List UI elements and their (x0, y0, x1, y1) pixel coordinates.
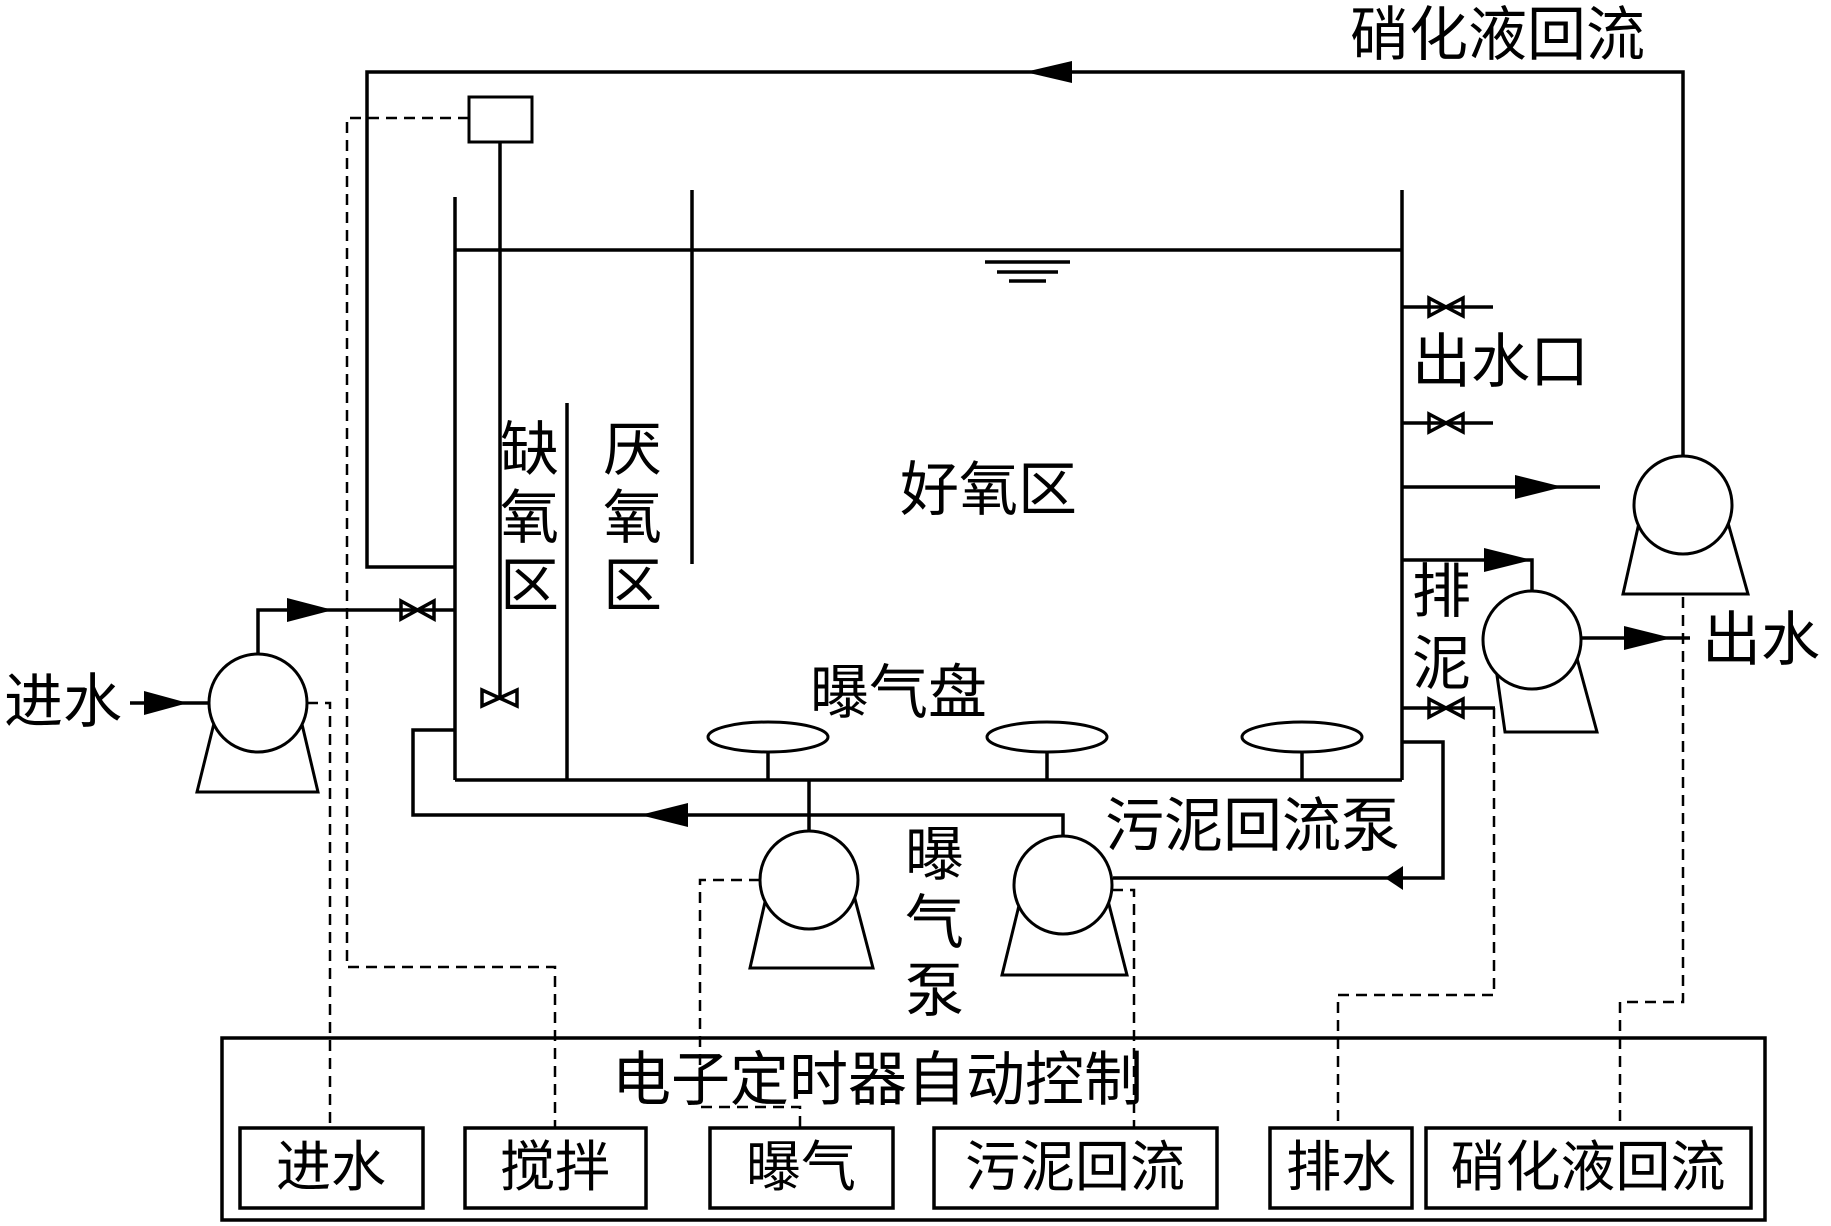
aeration-pump (748, 829, 875, 970)
svg-text:氧: 氧 (603, 483, 662, 552)
nitrification-return-pump (1621, 454, 1750, 596)
button-nitrification-return[interactable] (1424, 1126, 1753, 1210)
effluent-label: 出水 (1702, 605, 1820, 674)
aeration-pump-label: 曝 气 泵 (905, 820, 964, 1025)
controller-label: 电子定时器自动控制 (612, 1045, 1143, 1114)
outlet-valves (1403, 295, 1493, 435)
aeration-discs (706, 720, 1364, 780)
sludge-return-pump (1000, 834, 1129, 977)
button-drain[interactable] (1268, 1126, 1414, 1210)
effluent-line (1581, 626, 1690, 650)
sludge-discharge-label: 排 泥 (1412, 557, 1471, 698)
sludge-return-line (411, 728, 1445, 890)
anaerobic-zone-label: 厌 氧 区 (603, 415, 662, 620)
button-sludge-return-label: 污泥回流 (965, 1135, 1185, 1199)
svg-text:排: 排 (1412, 557, 1471, 626)
sludge-return-pump-label: 污泥回流泵 (1105, 791, 1400, 860)
svg-text:氧: 氧 (500, 483, 559, 552)
button-inflow-label: 进水 (276, 1135, 386, 1199)
inflow-line (130, 598, 455, 715)
anoxic-zone-label: 缺 氧 区 (500, 415, 559, 620)
reactor-tank (453, 190, 1404, 782)
nitrification-return-label: 硝化液回流 (1350, 0, 1645, 69)
controller-box (220, 1036, 1767, 1222)
aerobic-zone-label: 好氧区 (900, 455, 1077, 524)
inflow-label: 进水 (4, 667, 122, 736)
button-sludge-return[interactable] (932, 1126, 1219, 1210)
svg-text:缺: 缺 (500, 415, 559, 484)
button-inflow[interactable] (238, 1126, 425, 1210)
button-aeration[interactable] (708, 1126, 895, 1210)
sludge-discharge-line (1403, 548, 1534, 720)
aeration-disc-label: 曝气盘 (810, 658, 987, 727)
svg-text:区: 区 (500, 551, 559, 620)
button-stirring-label: 搅拌 (500, 1135, 610, 1199)
mixer (467, 95, 534, 709)
effluent-pump (1481, 589, 1599, 734)
svg-text:泥: 泥 (1412, 629, 1471, 698)
control-lines (307, 116, 1685, 1128)
water-level-symbol (985, 260, 1070, 283)
button-aeration-label: 曝气 (746, 1135, 856, 1199)
button-nitrification-return-label: 硝化液回流 (1450, 1135, 1725, 1199)
nitrification-return-line (365, 61, 1685, 569)
outlet-label: 出水口 (1412, 327, 1589, 396)
controller-buttons: 进水 搅拌 曝气 污泥回流 排水 硝化液回流 (238, 1126, 1753, 1210)
svg-text:厌: 厌 (603, 415, 662, 484)
svg-text:气: 气 (905, 888, 964, 957)
svg-text:泵: 泵 (905, 956, 964, 1025)
svg-text:曝: 曝 (905, 820, 964, 889)
button-drain-label: 排水 (1286, 1135, 1396, 1199)
svg-text:区: 区 (603, 551, 662, 620)
inflow-pump (195, 652, 320, 794)
button-stirring[interactable] (463, 1126, 648, 1210)
